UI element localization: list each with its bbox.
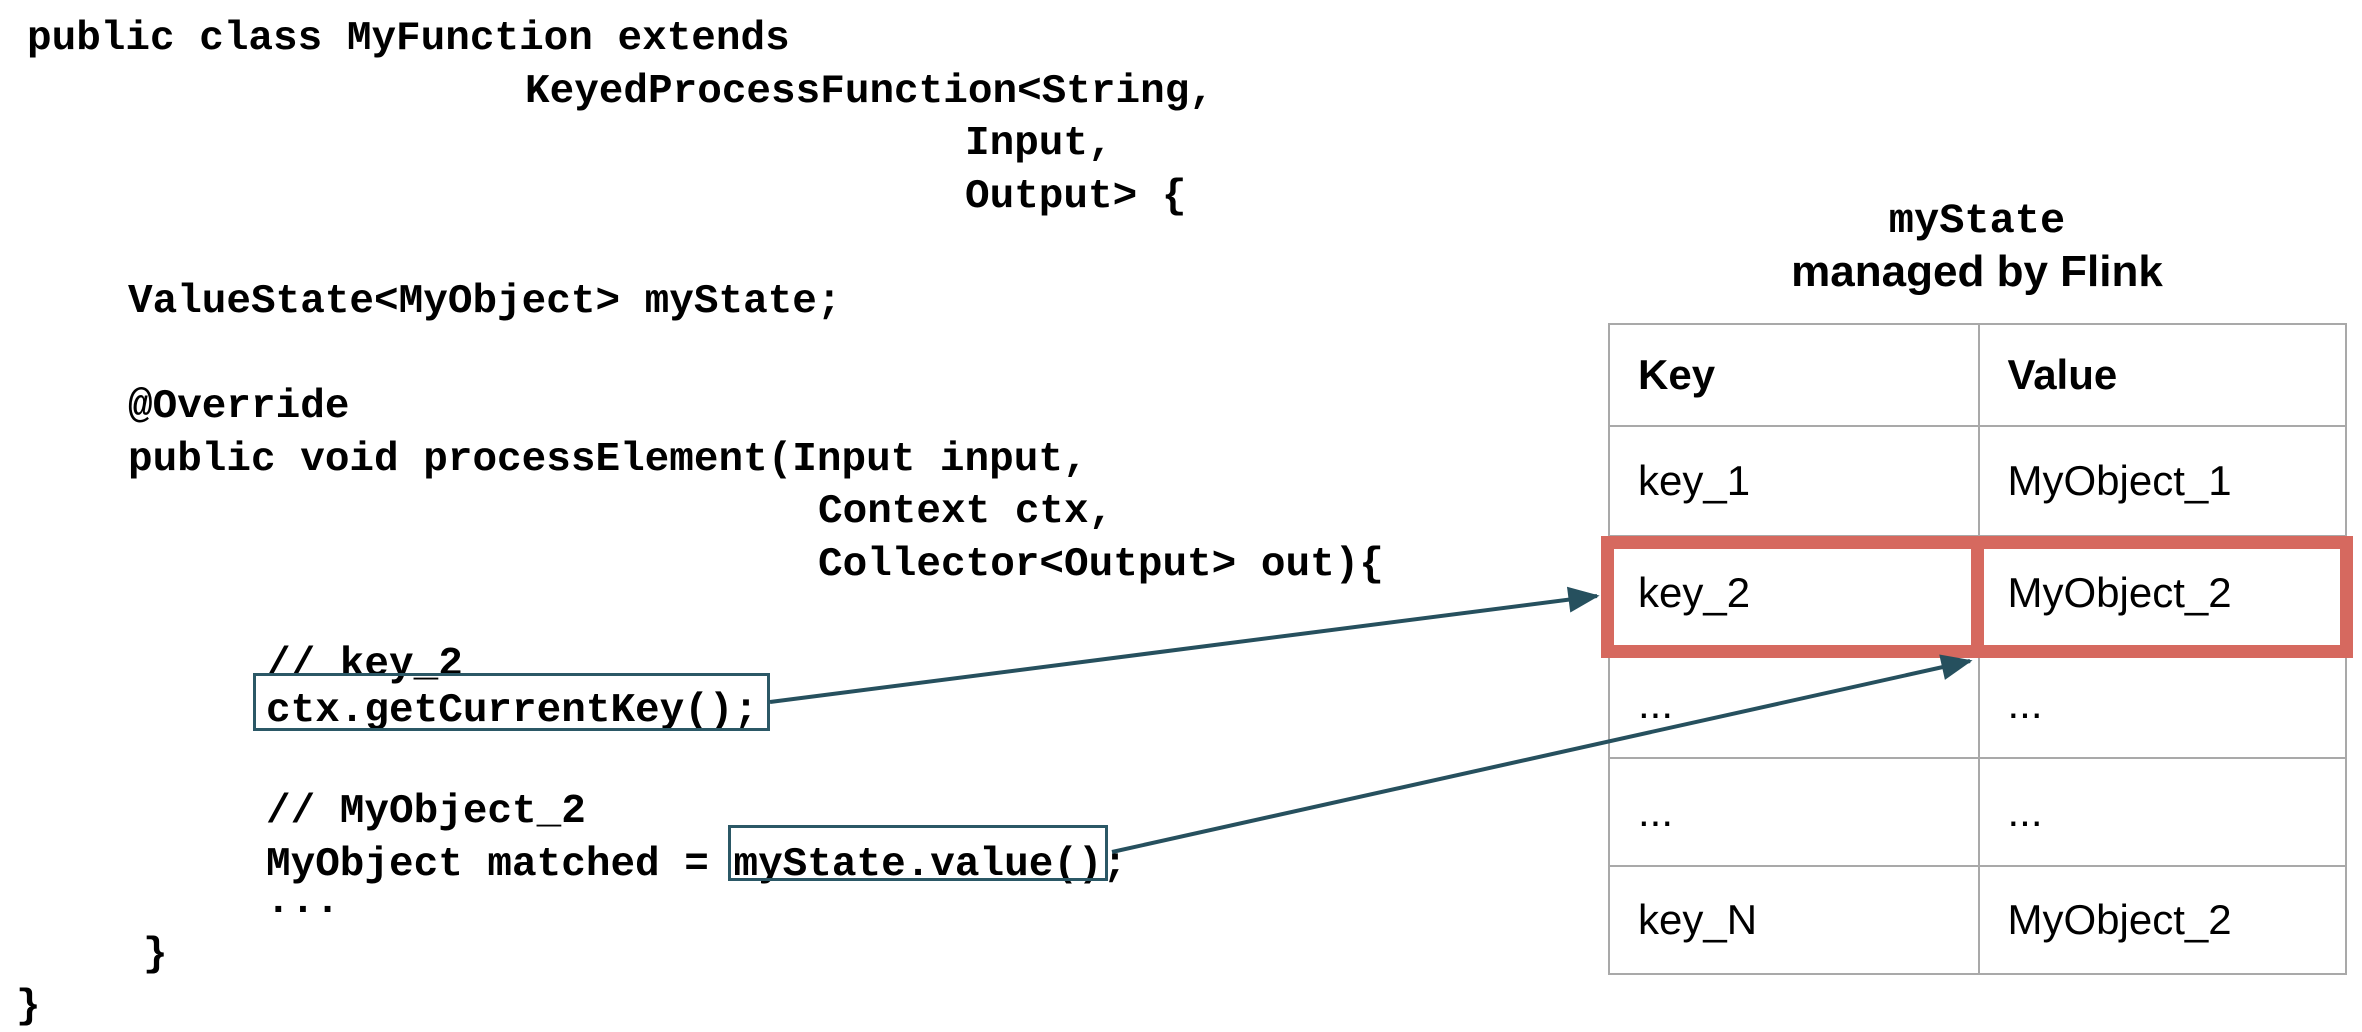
state-table-title: myState managed by Flink bbox=[1627, 196, 2327, 298]
code-line: Collector<Output> out){ bbox=[818, 542, 1384, 588]
mystate-value-snippet-box bbox=[728, 825, 1108, 881]
code-line: // key_2 bbox=[266, 642, 463, 688]
table-cell-key-highlighted: key_2 bbox=[1610, 535, 1978, 648]
table-cell-value-highlighted: MyObject_2 bbox=[1977, 535, 2345, 648]
table-header-key: Key bbox=[1638, 351, 1716, 398]
ctx-getcurrentkey-snippet-box bbox=[253, 673, 770, 731]
code-line: public class MyFunction extends bbox=[27, 16, 790, 62]
table-cell-key: key_1 bbox=[1610, 425, 1978, 535]
arrow-getcurrentkey-to-key2 bbox=[769, 586, 1600, 704]
code-line: // MyObject_2 bbox=[266, 789, 586, 835]
code-line: ValueState<MyObject> myState; bbox=[128, 279, 842, 325]
table-cell-key: ... bbox=[1610, 757, 1978, 865]
table-cell-value: MyObject_2 bbox=[1977, 865, 2345, 973]
table-cell-value: ... bbox=[1977, 648, 2345, 757]
code-line: ctx.getCurrentKey(); bbox=[266, 688, 759, 734]
table-cell-key: key_N bbox=[1610, 865, 1978, 973]
code-line: Context ctx, bbox=[818, 489, 1114, 535]
state-table-title-name: myState bbox=[1888, 197, 2066, 245]
code-line: } bbox=[143, 932, 168, 978]
table-cell-key: ... bbox=[1610, 648, 1978, 757]
code-line: public void processElement(Input input, bbox=[128, 437, 1088, 483]
table-cell-value: MyObject_1 bbox=[1977, 425, 2345, 535]
code-line: ... bbox=[266, 879, 340, 925]
state-table-title-subtitle: managed by Flink bbox=[1791, 247, 2163, 296]
code-line: Input, bbox=[965, 121, 1113, 167]
table-header-value: Value bbox=[1977, 325, 2346, 425]
code-line: @Override bbox=[128, 384, 350, 430]
code-line: } bbox=[16, 984, 41, 1030]
table-cell-value: ... bbox=[1977, 757, 2345, 865]
code-line: Output> { bbox=[965, 174, 1187, 220]
code-line: KeyedProcessFunction<String, bbox=[525, 69, 1214, 115]
